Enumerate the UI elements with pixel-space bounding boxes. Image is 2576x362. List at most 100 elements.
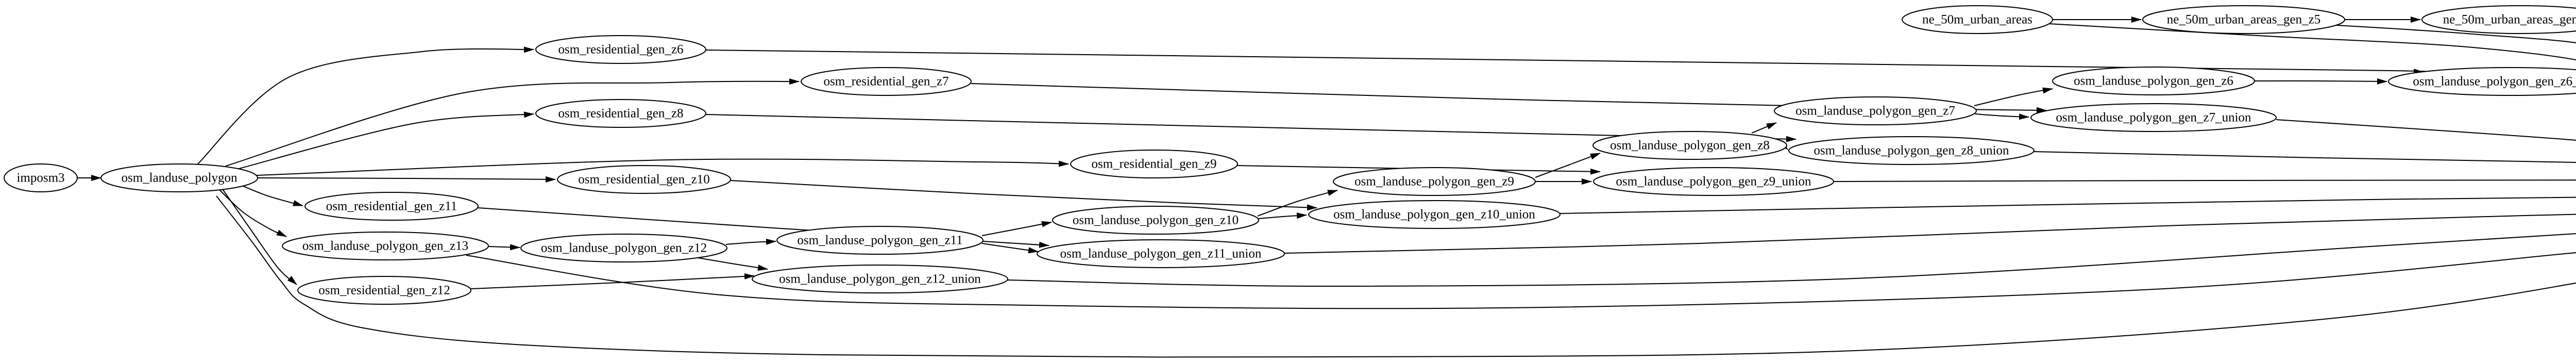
node-shape-osm_residential_gen_z6 <box>535 35 706 64</box>
edge-ne_50m_urban_areas--layer_landuse-z6 <box>2048 23 2576 61</box>
node-shape-osm_landuse_polygon_gen_z10 <box>1052 206 1259 235</box>
node-imposm3: imposm3 <box>4 163 78 192</box>
node-label-osm_landuse_polygon_gen_z6: osm_landuse_polygon_gen_z6 <box>2074 74 2233 88</box>
node-osm_landuse_polygon_gen_z9: osm_landuse_polygon_gen_z9 <box>1333 167 1536 196</box>
node-osm_landuse_polygon_gen_z8_union: osm_landuse_polygon_gen_z8_union <box>1788 136 2035 165</box>
node-osm_residential_gen_z8: osm_residential_gen_z8 <box>535 99 706 128</box>
node-label-osm_residential_gen_z8: osm_residential_gen_z8 <box>558 107 684 121</box>
node-label-ne_50m_urban_areas_gen_z4: ne_50m_urban_areas_gen_z4 <box>2443 13 2576 27</box>
node-shape-osm_landuse_polygon_gen_z6 <box>2052 67 2255 95</box>
edge-osm_landuse_polygon_gen_z9_union--layer_landuse-z9 <box>1833 179 2576 182</box>
node-osm_landuse_polygon_gen_z13: osm_landuse_polygon_gen_z13 <box>282 232 489 260</box>
node-shape-osm_residential_gen_z12 <box>297 276 471 305</box>
node-shape-osm_residential_gen_z8 <box>535 99 706 128</box>
node-osm_landuse_polygon_gen_z11_union: osm_landuse_polygon_gen_z11_union <box>1037 239 1285 268</box>
node-label-osm_landuse_polygon_gen_z11_union: osm_landuse_polygon_gen_z11_union <box>1060 247 1262 261</box>
node-shape-osm_landuse_polygon_gen_z7 <box>1774 96 1977 125</box>
node-shape-osm_landuse_polygon_gen_z12_union <box>752 265 1008 293</box>
node-osm_landuse_polygon: osm_landuse_polygon <box>100 163 258 192</box>
node-shape-osm_residential_gen_z9 <box>1070 150 1238 178</box>
node-shape-osm_landuse_polygon_gen_z11 <box>776 226 984 255</box>
edge-osm_residential_gen_z12--osm_landuse_polygon_gen_z12_union <box>470 273 755 289</box>
node-shape-osm_residential_gen_z11 <box>304 192 479 221</box>
node-osm_landuse_polygon_gen_z7_union: osm_landuse_polygon_gen_z7_union <box>2030 103 2277 132</box>
node-osm_landuse_polygon_gen_z7: osm_landuse_polygon_gen_z7 <box>1774 96 1977 125</box>
edge-osm_landuse_polygon_gen_z9--osm_landuse_polygon_gen_z8 <box>1535 153 1601 178</box>
node-osm_residential_gen_z6: osm_residential_gen_z6 <box>535 35 706 64</box>
node-ne_50m_urban_areas_gen_z4: ne_50m_urban_areas_gen_z4 <box>2421 5 2576 34</box>
node-osm_residential_gen_z11: osm_residential_gen_z11 <box>304 192 479 221</box>
edges <box>77 17 2576 358</box>
edge-osm_landuse_polygon_gen_z10--osm_landuse_polygon_gen_z9 <box>1257 190 1338 217</box>
node-shape-osm_landuse_polygon <box>100 163 258 192</box>
node-shape-osm_residential_gen_z7 <box>801 67 972 96</box>
node-shape-osm_landuse_polygon_gen_z8 <box>1592 131 1787 160</box>
node-label-osm_landuse_polygon_gen_z10: osm_landuse_polygon_gen_z10 <box>1073 213 1239 227</box>
edge-osm_landuse_polygon_gen_z10--osm_landuse_polygon_gen_z10_union <box>1258 212 1307 219</box>
node-osm_residential_gen_z12: osm_residential_gen_z12 <box>297 276 471 305</box>
node-osm_landuse_polygon_gen_z12: osm_landuse_polygon_gen_z12 <box>520 234 727 262</box>
edge-osm_landuse_polygon_gen_z12--osm_landuse_polygon_gen_z11 <box>725 238 776 245</box>
node-osm_residential_gen_z10: osm_residential_gen_z10 <box>557 165 731 194</box>
node-osm_landuse_polygon_gen_z6: osm_landuse_polygon_gen_z6 <box>2052 67 2255 95</box>
edge-osm_landuse_polygon_gen_z11_union--layer_landuse-z11 <box>1284 213 2576 254</box>
edge-osm_landuse_polygon_gen_z13--osm_landuse_polygon_gen_z12 <box>488 244 520 251</box>
edge-osm_landuse_polygon_gen_z7_union--layer_landuse-z7 <box>2276 119 2576 141</box>
edge-osm_landuse_polygon_gen_z8--osm_landuse_polygon_gen_z7 <box>1751 122 1777 134</box>
edge-osm_landuse_polygon--osm_residential_gen_z6 <box>196 46 534 166</box>
node-shape-imposm3 <box>4 163 78 192</box>
node-osm_landuse_polygon_gen_z8: osm_landuse_polygon_gen_z8 <box>1592 131 1787 160</box>
node-label-ne_50m_urban_areas_gen_z5: ne_50m_urban_areas_gen_z5 <box>2167 13 2321 27</box>
node-label-osm_landuse_polygon_gen_z11: osm_landuse_polygon_gen_z11 <box>797 234 962 248</box>
node-label-osm_landuse_polygon_gen_z8: osm_landuse_polygon_gen_z8 <box>1610 139 1770 153</box>
edge-osm_landuse_polygon--layer_landuse-z14+ <box>216 195 2576 358</box>
edge-ne_50m_urban_areas_gen_z5--layer_landuse-z5 <box>2328 24 2576 43</box>
node-label-osm_residential_gen_z11: osm_residential_gen_z11 <box>326 200 457 213</box>
edge-osm_landuse_polygon--osm_residential_gen_z10 <box>257 176 556 183</box>
node-osm_landuse_polygon_gen_z6_union: osm_landuse_polygon_gen_z6_union <box>2388 67 2576 96</box>
node-shape-osm_landuse_polygon_gen_z6_union <box>2388 67 2576 96</box>
node-shape-osm_landuse_polygon_gen_z13 <box>282 232 489 260</box>
node-label-osm_landuse_polygon_gen_z12: osm_landuse_polygon_gen_z12 <box>541 241 707 255</box>
node-label-osm_residential_gen_z7: osm_residential_gen_z7 <box>824 75 949 89</box>
node-label-osm_landuse_polygon_gen_z7_union: osm_landuse_polygon_gen_z7_union <box>2056 111 2251 125</box>
node-shape-osm_landuse_polygon_gen_z7_union <box>2030 103 2277 132</box>
node-shape-ne_50m_urban_areas_gen_z5 <box>2142 5 2345 34</box>
edge-osm_landuse_polygon_gen_z11--osm_landuse_polygon_gen_z10 <box>981 221 1052 236</box>
node-label-osm_landuse_polygon_gen_z9: osm_landuse_polygon_gen_z9 <box>1354 175 1514 189</box>
node-label-osm_landuse_polygon_gen_z12_union: osm_landuse_polygon_gen_z12_union <box>779 272 981 286</box>
node-osm_landuse_polygon_gen_z12_union: osm_landuse_polygon_gen_z12_union <box>752 265 1008 293</box>
edge-osm_landuse_polygon--osm_landuse_polygon_gen_z13 <box>216 186 287 237</box>
edge-osm_landuse_polygon--osm_residential_gen_z8 <box>236 111 534 170</box>
node-label-osm_landuse_polygon_gen_z10_union: osm_landuse_polygon_gen_z10_union <box>1333 208 1535 222</box>
node-label-osm_residential_gen_z9: osm_residential_gen_z9 <box>1092 157 1217 171</box>
edge-osm_landuse_polygon--osm_residential_gen_z7 <box>225 78 800 167</box>
node-osm_landuse_polygon_gen_z11: osm_landuse_polygon_gen_z11 <box>776 226 984 255</box>
edge-osm_landuse_polygon--osm_residential_gen_z11 <box>239 184 303 206</box>
edge-osm_landuse_polygon--osm_residential_gen_z9 <box>256 158 1069 176</box>
node-osm_landuse_polygon_gen_z10_union: osm_landuse_polygon_gen_z10_union <box>1308 200 1561 229</box>
node-label-osm_landuse_polygon_gen_z6_union: osm_landuse_polygon_gen_z6_union <box>2413 75 2576 89</box>
node-ne_50m_urban_areas_gen_z5: ne_50m_urban_areas_gen_z5 <box>2142 5 2345 34</box>
node-shape-ne_50m_urban_areas_gen_z4 <box>2421 5 2576 34</box>
node-osm_landuse_polygon_gen_z9_union: osm_landuse_polygon_gen_z9_union <box>1593 167 1834 196</box>
node-osm_residential_gen_z7: osm_residential_gen_z7 <box>801 67 972 96</box>
edge-osm_landuse_polygon_gen_z13--layer_landuse-z13 <box>466 252 2576 309</box>
node-label-imposm3: imposm3 <box>16 171 64 185</box>
edge-osm_landuse_polygon_gen_z12_union--layer_landuse-z12 <box>1007 233 2576 287</box>
node-label-osm_residential_gen_z12: osm_residential_gen_z12 <box>318 284 450 298</box>
edge-osm_landuse_polygon_gen_z11--osm_landuse_polygon_gen_z11_union <box>981 243 1039 254</box>
node-shape-osm_landuse_polygon_gen_z9_union <box>1593 167 1834 196</box>
node-label-osm_landuse_polygon_gen_z8_union: osm_landuse_polygon_gen_z8_union <box>1814 144 2009 158</box>
node-label-osm_landuse_polygon_gen_z7: osm_landuse_polygon_gen_z7 <box>1795 104 1955 118</box>
nodes: imposm3 osm_landuse_polygon osm_residentia… <box>4 5 2576 305</box>
edge-osm_landuse_polygon_gen_z8_union--layer_landuse-z8 <box>2033 151 2576 163</box>
node-label-ne_50m_urban_areas: ne_50m_urban_areas <box>1922 13 2032 27</box>
edge-osm_residential_gen_z10--osm_landuse_polygon_gen_z10_union <box>730 180 1317 211</box>
node-label-osm_residential_gen_z6: osm_residential_gen_z6 <box>558 43 684 57</box>
edge-osm_landuse_polygon--osm_residential_gen_z12 <box>221 187 297 285</box>
node-label-osm_landuse_polygon_gen_z13: osm_landuse_polygon_gen_z13 <box>302 239 468 253</box>
edge-osm_landuse_polygon_gen_z12--osm_landuse_polygon_gen_z12_union <box>698 257 768 271</box>
